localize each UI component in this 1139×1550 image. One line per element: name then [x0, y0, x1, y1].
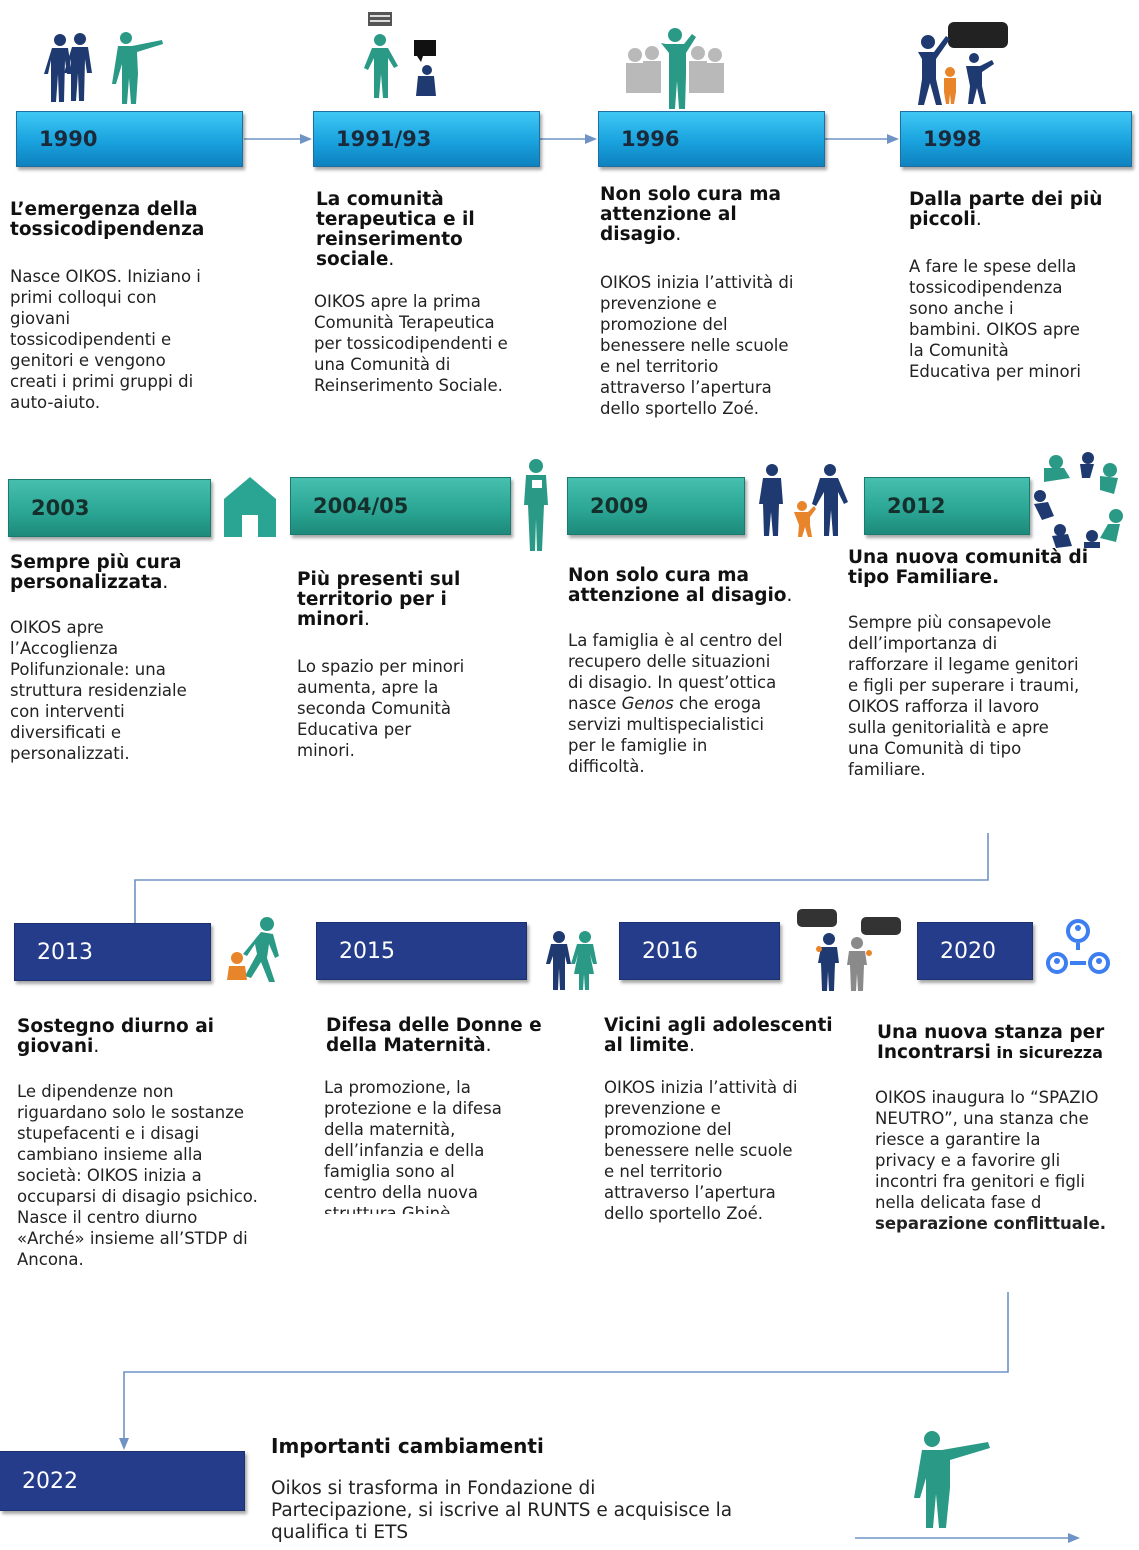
year-label: 2013 [37, 939, 93, 965]
network-people-icon [1046, 919, 1110, 974]
year-box-2016: 2016 [619, 922, 780, 980]
counselor-speech-icon [364, 12, 436, 98]
milestone-body: OIKOS inaugura lo “SPAZIO NEUTRO”, una s… [875, 1088, 1107, 1233]
year-box-1998: 1998 [900, 111, 1132, 167]
milestone-body: OIKOS inizia l’attività di prevenzione e… [600, 273, 794, 418]
milestone-body: OIKOS inizia l’attività di prevenzione e… [604, 1078, 798, 1223]
year-label: 2009 [590, 494, 649, 518]
year-label: 2016 [642, 938, 698, 964]
year-label: 1998 [923, 127, 982, 151]
year-box-1990: 1990 [16, 111, 243, 167]
milestone-title: Una nuova comunità di tipo Familiare. [848, 547, 1089, 588]
milestone-title: Dalla parte dei più piccoli. [909, 189, 1103, 230]
pointing-person-icon [914, 1431, 990, 1528]
year-label: 2003 [31, 496, 90, 520]
year-box-1996: 1996 [598, 111, 825, 167]
year-label: 1996 [621, 127, 680, 151]
year-label: 2004/05 [313, 494, 409, 518]
year-box-2012: 2012 [864, 477, 1030, 535]
year-label: 1990 [39, 127, 98, 151]
year-label: 2022 [22, 1468, 78, 1494]
milestone-body: Oikos si trasforma in Fondazione di Part… [271, 1478, 733, 1543]
couple-people-icon [44, 32, 163, 104]
milestone-body: Le dipendenze non riguardano solo le sos… [17, 1082, 258, 1269]
milestone-body: Nasce OIKOS. Iniziano i primi colloqui c… [10, 267, 201, 412]
milestone-title: L’emergenza della tossicodipendenza [10, 199, 205, 240]
milestone-body: OIKOS apre l’Accoglienza Polifunzionale:… [10, 618, 187, 763]
milestone-body: Sempre più consapevole dell’importanza d… [848, 613, 1080, 779]
family-walking-icon [759, 464, 848, 537]
year-box-2015: 2015 [316, 922, 527, 980]
milestone-title: La comunità terapeutica e il reinserimen… [316, 189, 475, 270]
milestone-title: Difesa delle Donne e della Maternità. [326, 1015, 542, 1056]
year-label: 2012 [887, 494, 946, 518]
milestone-body: OIKOS apre la prima Comunità Terapeutica… [314, 292, 508, 395]
year-box-1991-93: 1991/93 [313, 111, 540, 167]
conversation-speech-icon [797, 909, 901, 991]
year-label: 2020 [940, 938, 996, 964]
milestone-title: Non solo cura ma attenzione al disagio. [600, 184, 781, 245]
year-box-2003: 2003 [8, 479, 211, 537]
house-icon [224, 477, 276, 537]
group-audience-icon [626, 28, 724, 109]
milestone-title: Non solo cura ma attenzione al disagio. [568, 565, 793, 606]
milestone-body: A fare le spese della tossicodipendenza … [909, 257, 1081, 381]
year-box-2022: 2022 [0, 1451, 245, 1511]
two-women-icon [546, 931, 597, 990]
family-speech-icon [918, 22, 1008, 105]
milestone-title: Sempre più cura personalizzata. [10, 552, 182, 593]
milestone-title: Più presenti sul territorio per i minori… [297, 569, 461, 630]
year-box-2013: 2013 [14, 923, 211, 981]
year-label: 1991/93 [336, 127, 432, 151]
year-box-2009: 2009 [567, 477, 745, 535]
helping-kneeling-icon [227, 917, 279, 982]
milestone-title: Sostegno diurno ai giovani. [17, 1016, 215, 1057]
year-box-2020: 2020 [917, 922, 1033, 980]
milestone-body: La promozione, la protezione e la difesa… [324, 1078, 502, 1214]
year-label: 2015 [339, 938, 395, 964]
year-box-2004-05: 2004/05 [290, 477, 511, 535]
milestone-title: Importanti cambiamenti [271, 1434, 544, 1458]
milestone-title: Una nuova stanza per Incontrarsi in sicu… [877, 1022, 1105, 1063]
milestone-body: Lo spazio per minori aumenta, apre la se… [297, 657, 465, 760]
milestone-title: Vicini agli adolescenti al limite. [604, 1015, 833, 1056]
milestone-body: La famiglia è al centro del recupero del… [568, 631, 783, 776]
community-circle-icon [1034, 452, 1123, 548]
person-reading-icon [524, 459, 548, 551]
